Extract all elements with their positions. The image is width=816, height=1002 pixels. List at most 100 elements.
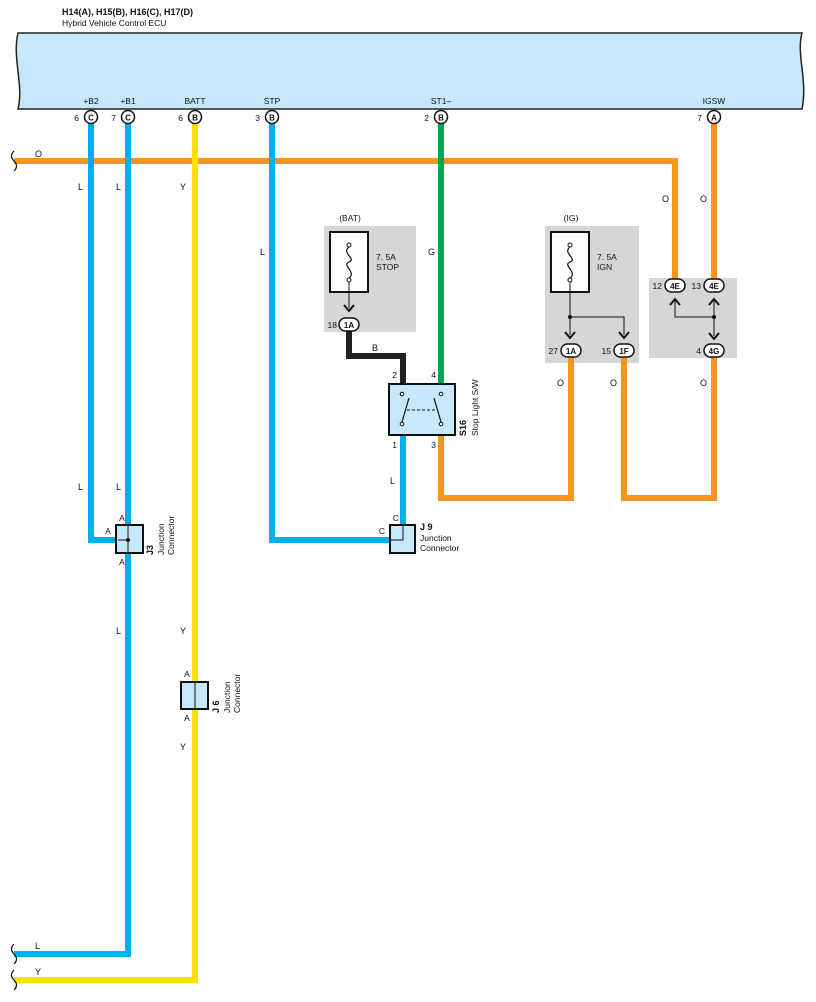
- ecu-pin-b2: +B2 6 C: [74, 96, 99, 125]
- junction-code: J3: [145, 545, 155, 555]
- wire-code: O: [35, 149, 42, 159]
- switch-contact: [401, 397, 410, 423]
- switch-pin: 2: [392, 370, 397, 380]
- chevron-up-icon: [708, 297, 720, 306]
- switch-name: Stop Light S/W: [470, 379, 480, 436]
- switch-contact: [433, 397, 442, 423]
- wire-code: O: [700, 194, 707, 204]
- stop-light-switch: 2 4 1 3 S16 Stop Light S/W: [388, 370, 480, 450]
- wire-code: L: [260, 247, 265, 257]
- wire-code: O: [610, 378, 617, 388]
- fuse-pin-connector: 1A: [344, 321, 354, 330]
- ecu-pin-number: 7: [697, 113, 702, 123]
- wire-code: O: [662, 194, 669, 204]
- wire-code: O: [700, 378, 707, 388]
- junction-line2: Connector: [420, 543, 459, 553]
- switch-pin: 3: [431, 440, 436, 450]
- wire-code: L: [78, 182, 83, 192]
- ecu-connector-ids: H14(A), H15(B), H16(C), H17(D): [62, 7, 194, 17]
- wire-code: Y: [180, 742, 186, 752]
- wire-code: L: [116, 626, 121, 636]
- switch-pin: 4: [431, 370, 436, 380]
- ecu-component-name: Hybrid Vehicle Control ECU: [62, 18, 167, 28]
- fuse-rating: 7. 5A: [376, 252, 396, 262]
- ecu-pin-label: BATT: [184, 96, 205, 106]
- ecu-pin-label: ST1–: [431, 96, 452, 106]
- switch-pin: 1: [392, 440, 397, 450]
- connector-pill: [613, 343, 635, 358]
- ecu-pin-label: +B1: [120, 96, 136, 106]
- ecu-pin-connector: B: [192, 114, 198, 123]
- ecu-pin-stp: STP 3 B: [255, 96, 281, 125]
- ecu-pin-connector: C: [125, 114, 131, 123]
- connector-circle: [433, 109, 449, 125]
- fuse-pin-number: 18: [328, 320, 338, 330]
- wire-l-b1: [14, 118, 131, 957]
- wire-l-stp: [269, 118, 391, 543]
- relay-pin-number: 12: [653, 281, 663, 291]
- ecu-pin-batt: BATT 6 B: [178, 96, 206, 125]
- ecu-pin-label: IGSW: [703, 96, 726, 106]
- ecu-pin-connector: B: [438, 114, 444, 123]
- wire-code: B: [372, 343, 378, 353]
- wire-b-stop: [346, 331, 406, 384]
- connector-pill: [338, 317, 360, 332]
- junction-pin: C: [379, 526, 385, 536]
- ecu-pin-b1: +B1 7 C: [111, 96, 136, 125]
- fuse-rating: 7. 5A: [597, 252, 617, 262]
- junction-pin: A: [119, 557, 125, 567]
- fuse-group-label: (IG): [564, 213, 579, 223]
- ecu-pin-connector: A: [711, 114, 717, 123]
- fuse-element: [567, 246, 573, 279]
- fuse-name: IGN: [597, 262, 612, 272]
- connector-circle: [264, 109, 280, 125]
- connector-pill: [703, 343, 725, 358]
- chevron-down-icon: [618, 331, 630, 340]
- fuse-stop: (BAT) 7. 5A STOP 18 1A: [328, 213, 399, 332]
- junction-pin: A: [184, 669, 190, 679]
- relay-pin-number: 4: [696, 346, 701, 356]
- chevron-down-icon: [343, 304, 355, 313]
- ecu-body: [15, 32, 805, 110]
- chevron-down-icon: [708, 332, 720, 341]
- chevron-up-icon: [669, 297, 681, 306]
- fuse-name: STOP: [376, 262, 399, 272]
- ecu-pin-connector: C: [88, 114, 94, 123]
- connector-circle: [187, 109, 203, 125]
- connector-circle: [706, 109, 722, 125]
- junction-line1: Junction: [156, 523, 166, 555]
- ecu-pin-label: STP: [264, 96, 281, 106]
- wire-o-top: [14, 158, 678, 286]
- wire-l-b2: [88, 118, 118, 543]
- relay-block-connectors: 12 4E 13 4E 4 4G: [653, 278, 725, 358]
- wire-break-marks: [10, 150, 18, 991]
- wire-code: L: [116, 182, 121, 192]
- wire-o-sw3: [438, 357, 574, 501]
- wire-code: Y: [35, 967, 41, 977]
- wire-code: O: [557, 378, 564, 388]
- junction-pin: A: [119, 513, 125, 523]
- junction-pin: A: [105, 526, 111, 536]
- ecu-pin-number: 2: [424, 113, 429, 123]
- ecu-pin-number: 6: [74, 113, 79, 123]
- switch-body: [388, 383, 456, 436]
- connector-pill: [703, 278, 725, 293]
- ecu-pin-number: 6: [178, 113, 183, 123]
- fuse-pin-number: 27: [549, 346, 559, 356]
- wire-code: L: [116, 482, 121, 492]
- connector-pill: [560, 343, 582, 358]
- wire-code: L: [78, 482, 83, 492]
- wire-y-batt: [14, 118, 198, 983]
- relay-pin-number: 13: [692, 281, 702, 291]
- connector-pill: [664, 278, 686, 293]
- fuse-pin-connector: 1A: [566, 347, 576, 356]
- relay-pin-connector: 4E: [709, 282, 719, 291]
- wire-code: L: [390, 476, 395, 486]
- junction-j9: C C J 9 Junction Connector: [379, 513, 459, 554]
- ecu-pin-label: +B2: [83, 96, 99, 106]
- connector-circle: [83, 109, 99, 125]
- junction-code: J 9: [420, 522, 433, 532]
- chevron-down-icon: [564, 331, 576, 340]
- junction-line1: Junction: [420, 533, 452, 543]
